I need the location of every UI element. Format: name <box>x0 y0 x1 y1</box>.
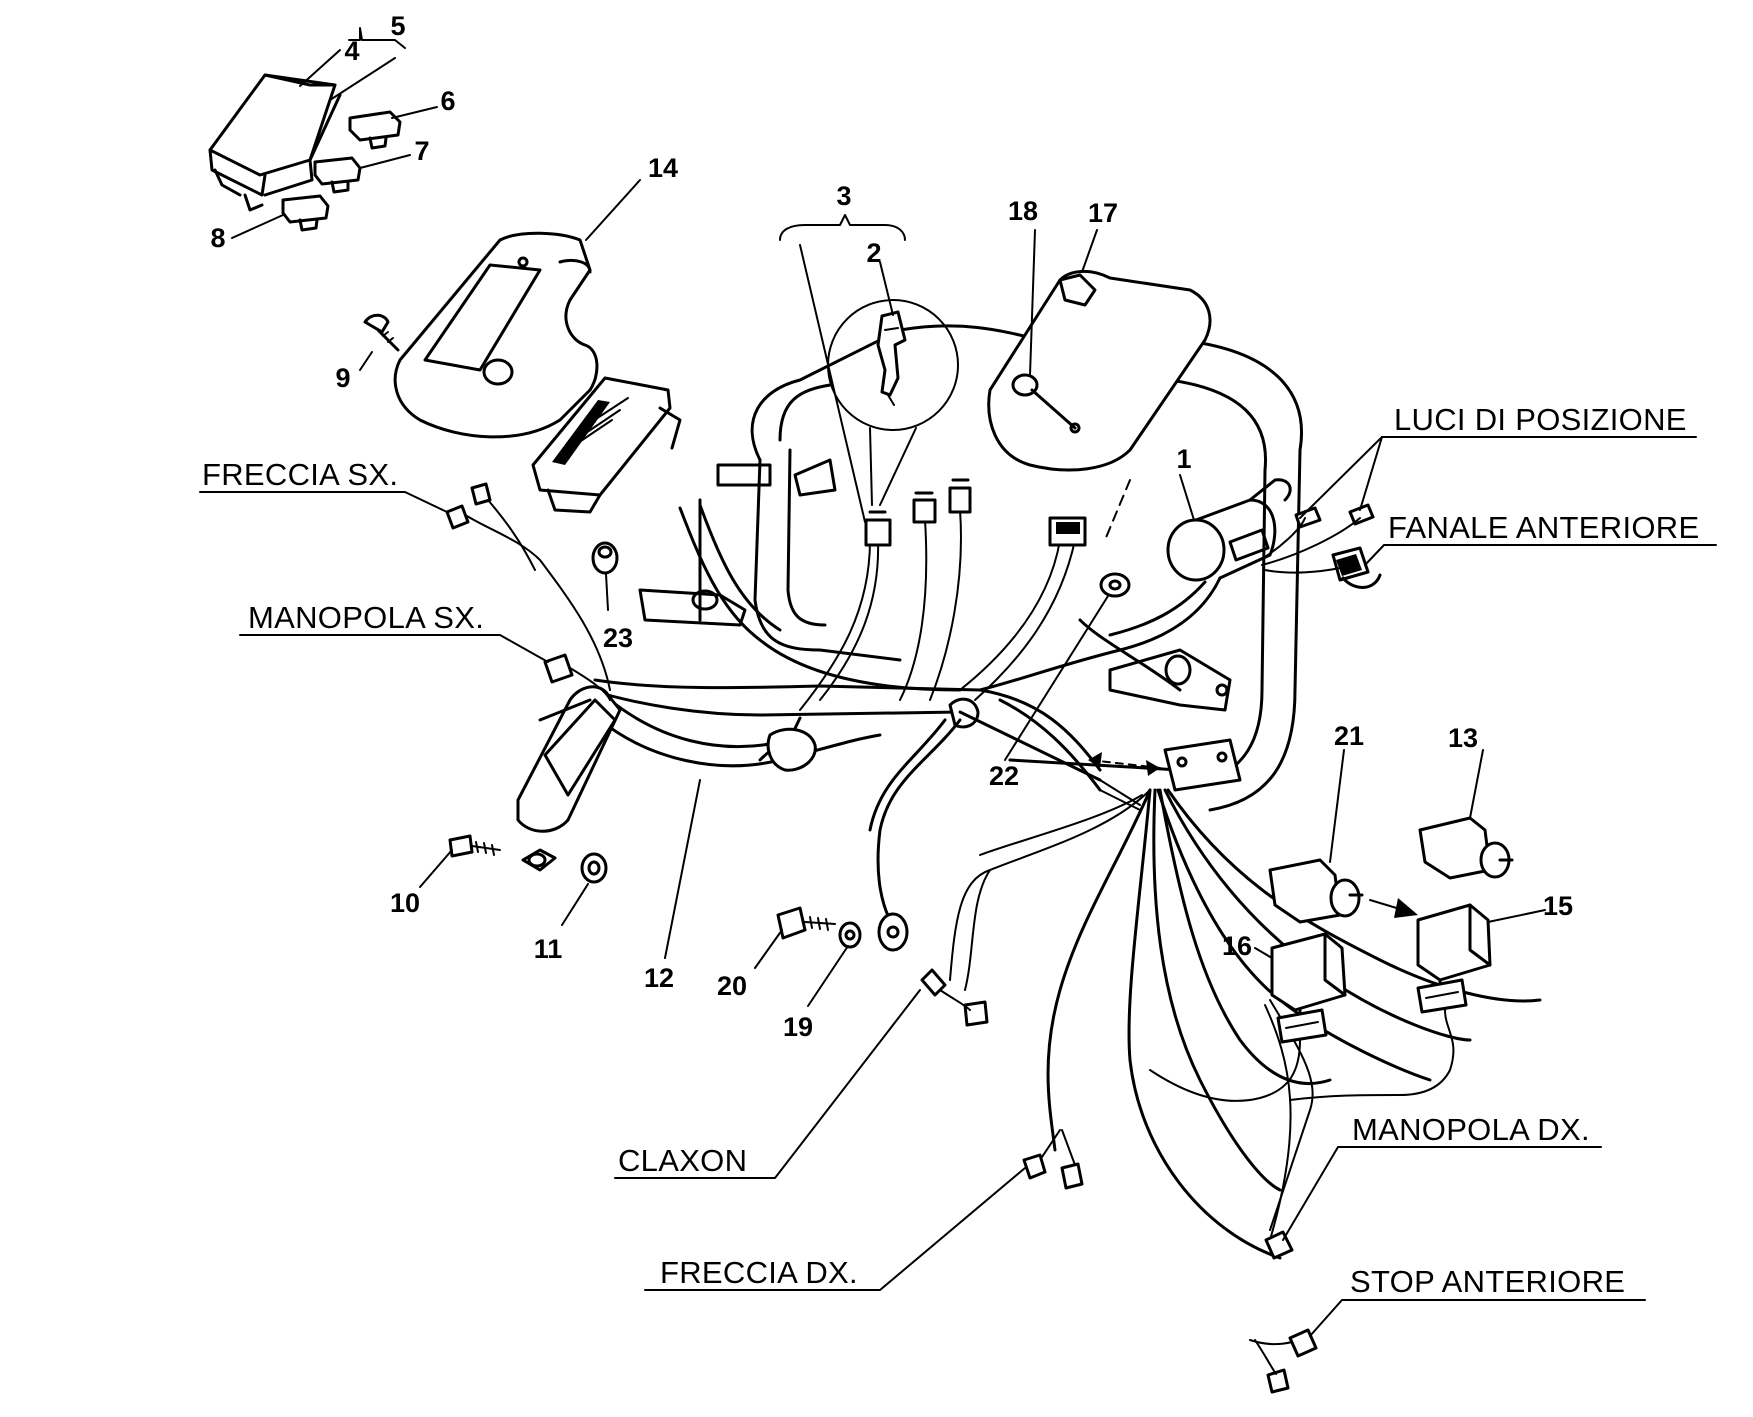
callout-16: 16 <box>1222 931 1252 961</box>
wiring-harness-12 <box>588 503 1361 811</box>
callout-8: 8 <box>210 223 225 253</box>
relay-16 <box>1149 932 1347 1102</box>
spacer-23 <box>591 541 619 575</box>
callout-7: 7 <box>414 136 429 166</box>
callout-1: 1 <box>1176 444 1191 474</box>
callout-10: 10 <box>390 888 420 918</box>
callout-21: 21 <box>1334 721 1364 751</box>
fuse-box <box>531 376 682 514</box>
cable-tie-plate <box>1088 738 1242 792</box>
screw-10 <box>448 834 501 858</box>
callout-13: 13 <box>1448 723 1478 753</box>
fuse-7 <box>313 156 362 194</box>
callout-17: 17 <box>1088 198 1118 228</box>
connector-fanale-anteriore <box>1331 546 1382 589</box>
relay-cover-assembly <box>208 73 342 212</box>
manopola-sx-connector <box>543 653 611 701</box>
callout-23: 23 <box>603 623 633 653</box>
washer-19 <box>838 921 862 949</box>
label-luci-posizione: LUCI DI POSIZIONE <box>1394 402 1687 437</box>
bush-11 <box>580 852 608 884</box>
relay-holder-21 <box>1268 858 1364 924</box>
grommet-22 <box>1099 572 1131 598</box>
freccia-sx-connector <box>445 482 611 691</box>
fuse-6 <box>348 110 402 150</box>
claxon-connectors <box>920 869 991 1027</box>
connector-branch-c <box>948 478 972 514</box>
stop-anteriore-connectors <box>1249 1328 1318 1394</box>
right-cover-17 <box>987 270 1212 472</box>
label-stop-anteriore: STOP ANTERIORE <box>1350 1264 1625 1299</box>
freccia-dx-connectors <box>1022 1129 1084 1190</box>
label-claxon: CLAXON <box>618 1143 747 1178</box>
callout-19: 19 <box>783 1012 813 1042</box>
callout-6: 6 <box>440 86 455 116</box>
callout-12: 12 <box>644 963 674 993</box>
callout-4: 4 <box>344 36 359 66</box>
callout-2: 2 <box>866 238 881 268</box>
callout-14: 14 <box>648 153 678 183</box>
bolt-20 <box>776 906 836 940</box>
label-manopola-sx: MANOPOLA SX. <box>248 600 484 635</box>
left-switch-bracket <box>516 685 622 872</box>
connector-branch-a <box>864 510 892 547</box>
callout-18: 18 <box>1008 196 1038 226</box>
relay-15 <box>1289 903 1492 1101</box>
harness-branches <box>799 509 1076 711</box>
label-freccia-sx: FRECCIA SX. <box>202 457 398 492</box>
frame-bracket-left <box>638 458 837 627</box>
connector-branch-d <box>1048 516 1087 547</box>
callout-numbers: 5 4 6 7 8 14 9 3 2 18 17 1 23 22 21 13 1… <box>210 11 1573 1042</box>
callout-15: 15 <box>1543 891 1573 921</box>
callout-3: 3 <box>836 181 851 211</box>
callout-22: 22 <box>989 761 1019 791</box>
connection-labels: FRECCIA SX. MANOPOLA SX. LUCI DI POSIZIO… <box>202 402 1699 1299</box>
callout-20: 20 <box>717 971 747 1001</box>
frame-bracket-right <box>1108 648 1232 712</box>
label-fanale-anteriore: FANALE ANTERIORE <box>1388 510 1699 545</box>
callout-5: 5 <box>390 11 405 41</box>
terminal-detail-circle <box>827 299 959 506</box>
callout-9: 9 <box>335 363 350 393</box>
label-manopola-dx: MANOPOLA DX. <box>1352 1112 1590 1147</box>
label-freccia-dx: FRECCIA DX. <box>660 1255 858 1290</box>
leader-lines <box>199 27 1717 1337</box>
earth-lead <box>868 718 962 952</box>
arrow-21-to-15 <box>1369 898 1418 918</box>
fuse-8 <box>281 194 330 232</box>
left-cover-14 <box>393 231 599 439</box>
connector-branch-b <box>912 491 937 524</box>
manopola-dx-connector <box>1264 1230 1294 1260</box>
relay-holder-13 <box>1418 816 1514 880</box>
screw-9 <box>363 313 400 352</box>
callout-11: 11 <box>534 934 563 964</box>
